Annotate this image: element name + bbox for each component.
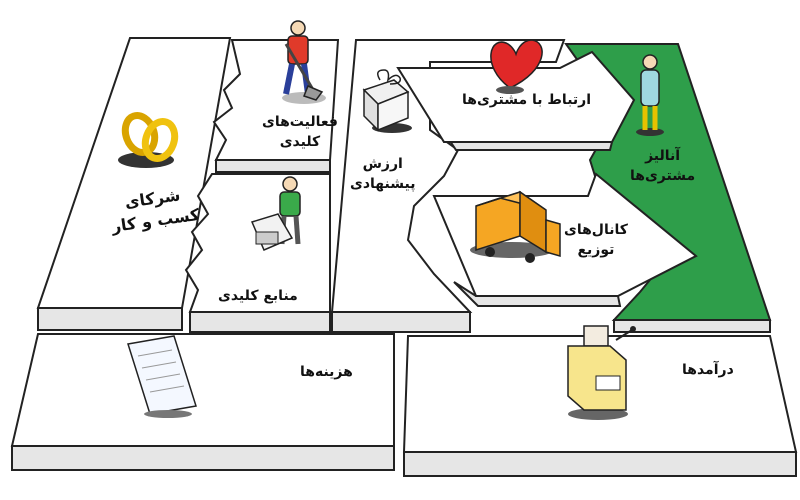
value-propositions-line2: پیشنهادی — [350, 176, 416, 192]
key-partners-block — [36, 37, 232, 331]
key-activities-block — [212, 39, 340, 173]
key-activities-line2: کلیدی — [279, 134, 321, 150]
customer-relationships-text: ارتباط با مشتری‌ها — [462, 92, 592, 108]
customer-segments-line1: آنالیز — [645, 148, 681, 164]
value-propositions-line1: ارزش — [362, 156, 403, 172]
delivery-truck-icon — [470, 190, 561, 263]
customer-segments-label: آنالیز مشتری‌ها — [630, 146, 695, 186]
channels-line1: کانال‌های — [564, 222, 628, 238]
gift-box-icon — [362, 69, 412, 133]
cost-structure-block — [10, 333, 395, 471]
customer-segments-line2: مشتری‌ها — [630, 168, 696, 184]
cost-structure-label: هزینه‌ها — [300, 362, 353, 382]
revenue-streams-label: درآمدها — [682, 360, 734, 380]
value-propositions-label: ارزش پیشنهادی — [350, 154, 415, 194]
key-activities-line1: فعالیت‌های — [262, 114, 338, 130]
key-resources-block — [184, 173, 331, 333]
customer-relationships-arrow — [396, 50, 636, 151]
revenue-streams-text: درآمدها — [682, 362, 734, 378]
cost-structure-text: هزینه‌ها — [300, 364, 353, 380]
key-resources-text: منابع کلیدی — [218, 288, 298, 304]
cash-register-icon — [567, 325, 636, 420]
person-digging-icon — [282, 20, 326, 104]
channels-label: کانال‌های توزیع — [564, 220, 628, 260]
key-activities-label: فعالیت‌های کلیدی — [262, 112, 338, 152]
key-resources-label: منابع کلیدی — [218, 286, 298, 306]
channels-line2: توزیع — [577, 242, 615, 258]
person-machine-icon — [250, 176, 301, 251]
receipt-icon — [127, 335, 197, 418]
heart-icon — [490, 39, 543, 94]
person-standing-icon — [636, 54, 664, 136]
rings-icon — [118, 112, 179, 168]
customer-relationships-label: ارتباط با مشتری‌ها — [462, 90, 591, 110]
